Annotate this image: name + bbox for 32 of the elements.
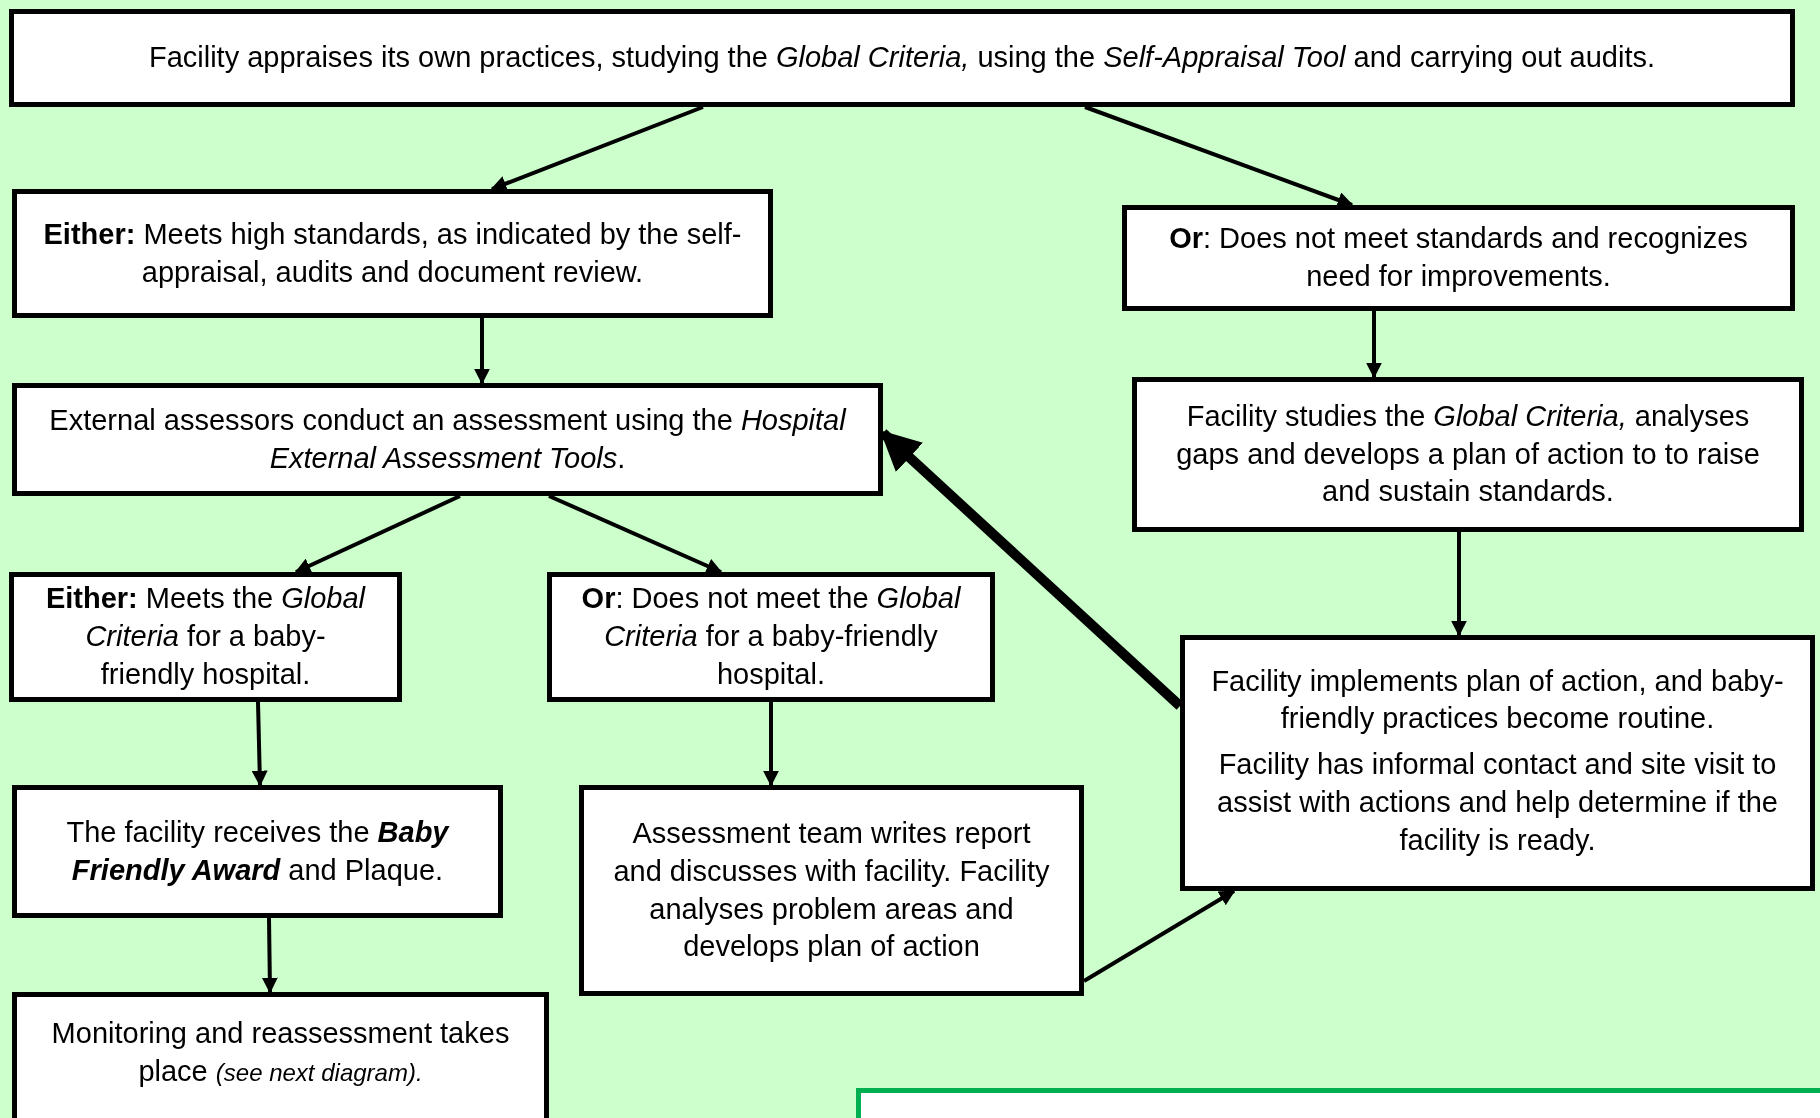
arrow: [548, 494, 723, 574]
box-text: Either: Meets high standards, as indicated by the self-appraisal, audits and document review.: [43, 216, 742, 290]
process-box: [1180, 635, 1815, 891]
box-text: Or: Does not meet the Global Criteria for a baby-friendly hospital.: [580, 581, 962, 692]
arrow: [763, 702, 779, 787]
arrow: [474, 318, 490, 385]
process-box: [12, 785, 503, 918]
arrow: [1366, 311, 1382, 379]
process-box: [9, 9, 1795, 107]
process-box: [1132, 377, 1804, 532]
arrow: [1082, 889, 1236, 983]
process-box: [9, 572, 402, 702]
box-text: Monitoring and reassessment takes place (see next diagram).: [50, 1016, 511, 1089]
box-text: Facility appraises its own practices, studying the Global Criteria, using the Self-Appraisal Tool and carrying out audits.: [148, 40, 1656, 76]
process-box: [547, 572, 995, 702]
box-text: The facility receives the Baby Friendly Award and Plaque.: [65, 814, 451, 888]
arrow: [261, 917, 278, 994]
arrow: [1451, 532, 1467, 637]
arrow: [294, 494, 461, 574]
process-box: [12, 992, 549, 1118]
box-text: Facility studies the Global Criteria, analyses gaps and develops a plan of action to to raise and sustain standards.: [1175, 398, 1761, 510]
box-text: Facility implements plan of action, and baby-friendly practices become routine.: [1211, 663, 1784, 737]
process-box: [12, 383, 883, 496]
box-text: Or: Does not meet standards and recognizes need for improvements.: [1168, 221, 1749, 294]
arrow: [251, 701, 268, 787]
process-box: [579, 785, 1084, 996]
box-text: Facility has informal contact and site visit to assist with actions and help determine if the facility is ready.: [1216, 747, 1779, 858]
process-box: [1122, 205, 1795, 311]
process-box: [12, 189, 773, 318]
box-text: Assessment team writes report and discusses with facility. Facility analyses problem areas and develops plan of action: [612, 816, 1051, 965]
box-text: Either: Meets the Global Criteria for a baby-friendly hospital.: [44, 581, 367, 692]
box-text: External assessors conduct an assessment using the Hospital External Assessment Tools.: [48, 402, 848, 476]
